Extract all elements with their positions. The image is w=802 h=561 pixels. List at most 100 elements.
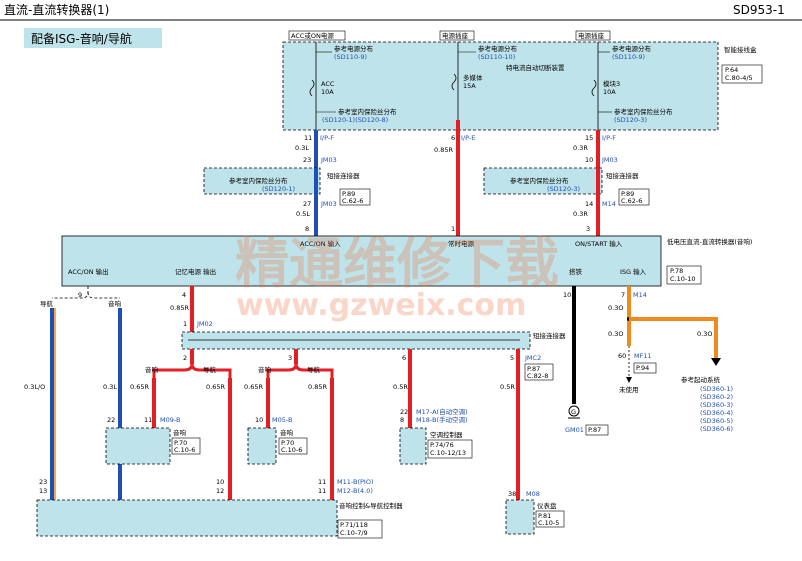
svg-text:0.5L: 0.5L [296,210,310,218]
svg-text:8: 8 [400,416,404,424]
svg-text:27: 27 [303,200,311,208]
svg-text:未使用: 未使用 [619,385,639,394]
svg-text:6: 6 [451,134,455,142]
svg-text:P.64: P.64 [725,66,738,74]
svg-text:ACC/ON 输出: ACC/ON 输出 [68,267,109,276]
head-unit [36,499,338,537]
svg-text:3: 3 [586,225,590,233]
svg-text:模块3: 模块3 [603,79,620,88]
svg-text:JMC2: JMC2 [524,354,541,362]
svg-text:JM02: JM02 [196,320,213,328]
svg-text:JM03: JM03 [320,200,337,208]
watermark-text: 精通维修下载 [235,232,559,295]
svg-text:C.10-6: C.10-6 [281,446,302,454]
svg-text:音响控制&导航控制器: 音响控制&导航控制器 [339,501,403,510]
label-acc-on-power: ACC或ON电源 [291,31,334,40]
svg-text:M08: M08 [526,490,540,498]
svg-text:ACC/ON 输入: ACC/ON 输入 [300,239,341,248]
svg-text:0.3L: 0.3L [295,144,309,152]
svg-text:C.10-10: C.10-10 [670,275,696,283]
svg-text:M05-B: M05-B [272,416,292,424]
svg-text:0.3O: 0.3O [608,304,623,312]
svg-text:短接连接器: 短接连接器 [533,331,566,340]
svg-text:10: 10 [216,478,224,486]
svg-text:导航: 导航 [40,299,54,308]
svg-text:(SD110-9): (SD110-9) [334,53,367,61]
label-power-socket-1: 电源插座 [442,31,469,40]
svg-text:4: 4 [182,291,186,299]
section-title: 配备ISG-音响/导航 [31,31,132,46]
svg-text:P.89: P.89 [342,190,355,198]
svg-text:C.82-8: C.82-8 [527,372,548,380]
svg-text:3: 3 [288,354,292,362]
svg-text:音响: 音响 [258,365,272,374]
svg-text:参考室内保险丝分布: 参考室内保险丝分布 [510,176,569,185]
svg-text:12: 12 [216,487,224,495]
start-system-ref: (SD360-2) [700,393,733,401]
svg-text:P.71/118: P.71/118 [340,521,368,529]
start-system-ref: (SD360-6) [700,425,733,433]
svg-text:6: 6 [402,354,406,362]
svg-text:MF11: MF11 [634,352,652,360]
svg-text:(SD120-3): (SD120-3) [614,116,647,124]
start-system-ref: (SD360-1) [700,385,733,393]
svg-text:ON/START 输入: ON/START 输入 [575,239,623,248]
svg-text:短接连接器: 短接连接器 [327,171,360,180]
svg-text:13: 13 [39,487,47,495]
svg-text:P.70: P.70 [174,439,187,447]
svg-text:P.94: P.94 [636,364,649,372]
svg-text:0.85R: 0.85R [308,383,327,391]
svg-text:11: 11 [318,478,326,486]
svg-text:0.85R: 0.85R [434,146,453,154]
svg-text:22: 22 [107,416,115,424]
svg-text:M11-B(PIO): M11-B(PIO) [337,478,373,486]
svg-text:0.3L/O: 0.3L/O [24,383,45,391]
svg-text:参考室内保险丝分布: 参考室内保险丝分布 [338,107,397,116]
svg-text:C.10-6: C.10-6 [174,446,195,454]
svg-text:M09-B: M09-B [160,416,180,424]
svg-text:参考室内保险丝分布: 参考室内保险丝分布 [614,107,673,116]
svg-text:P.87: P.87 [588,426,601,434]
svg-text:I/P-F: I/P-F [602,134,616,142]
svg-text:15A: 15A [463,82,476,90]
svg-text:60: 60 [618,352,626,360]
svg-text:10: 10 [255,416,263,424]
diagram-code: SD953-1 [733,3,785,17]
speaker-1 [105,427,171,465]
svg-text:(SD120-1): (SD120-1) [262,185,295,193]
svg-text:C.62-6: C.62-6 [342,197,363,205]
svg-text:M14: M14 [633,291,647,299]
svg-text:M12-B(4.0): M12-B(4.0) [337,487,373,495]
svg-text:音响: 音响 [280,428,294,437]
svg-text:常时电源: 常时电源 [448,239,475,248]
svg-text:仪表盘: 仪表盘 [537,501,557,510]
label-power-socket-2: 电源插座 [578,31,605,40]
svg-text:C.62-6: C.62-6 [621,197,642,205]
svg-text:P.89: P.89 [621,190,634,198]
svg-text:低电压直流-直流转换器(音响): 低电压直流-直流转换器(音响) [667,237,752,246]
svg-text:0.65R: 0.65R [130,383,149,391]
svg-text:1: 1 [451,225,455,233]
svg-text:P.74/76: P.74/76 [430,441,454,449]
svg-text:搭铁: 搭铁 [569,267,583,276]
svg-text:11: 11 [318,487,326,495]
svg-text:11: 11 [304,134,312,142]
svg-text:P.87: P.87 [527,365,540,373]
svg-text:C.80-4/5: C.80-4/5 [725,74,753,82]
svg-text:1: 1 [183,320,187,328]
svg-text:14: 14 [585,200,593,208]
svg-text:空调控制器: 空调控制器 [430,430,463,439]
svg-text:参考起动系统: 参考起动系统 [681,375,721,384]
svg-text:0.3L: 0.3L [103,383,117,391]
svg-text:JM03: JM03 [601,156,618,164]
svg-text:0.85R: 0.85R [170,304,189,312]
svg-text:0.65R: 0.65R [206,383,225,391]
svg-text:C.10-5: C.10-5 [538,519,559,527]
svg-text:I/P-E: I/P-E [461,134,475,142]
instrument-cluster [505,499,535,535]
dc-dc-converter [61,235,662,287]
svg-text:C.10-7/9: C.10-7/9 [340,529,368,537]
svg-text:ACC: ACC [321,80,335,88]
start-system-ref: (SD360-4) [700,409,733,417]
